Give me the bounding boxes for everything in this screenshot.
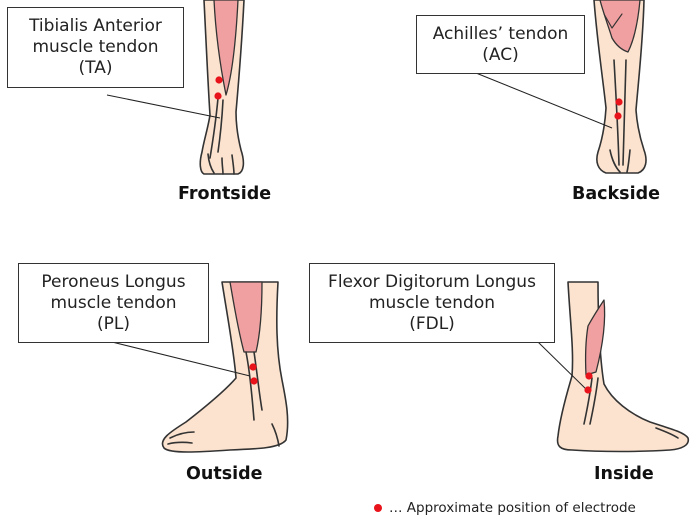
electrode-marker-icon xyxy=(374,504,382,512)
front-leader-line xyxy=(106,94,221,119)
front-caption: Frontside xyxy=(178,184,272,204)
inside-leader-line xyxy=(537,341,590,393)
outside-callout-line: (PL) xyxy=(97,313,130,334)
outside-electrode xyxy=(250,377,258,385)
back-electrode xyxy=(614,112,622,120)
front-callout-line: Tibialis Anterior xyxy=(29,16,162,36)
inside-electrode xyxy=(584,386,592,394)
front-leg xyxy=(199,0,245,175)
legend: … Approximate position of electrode xyxy=(374,500,636,516)
back-leg xyxy=(593,0,647,174)
front-callout-line: (TA) xyxy=(78,58,113,78)
back-callout-line: (AC) xyxy=(482,44,519,65)
inside-foot xyxy=(556,281,690,453)
front-electrode xyxy=(215,76,223,84)
inside-callout-line: (FDL) xyxy=(409,313,455,334)
back-electrode xyxy=(615,98,623,106)
electrodes xyxy=(214,76,623,394)
outside-leader-line xyxy=(111,341,251,377)
outside-foot xyxy=(161,281,289,453)
front-callout: Tibialis Anterior muscle tendon (TA) xyxy=(7,7,184,88)
back-leader-line xyxy=(475,72,613,129)
back-callout-line: Achilles’ tendon xyxy=(432,23,569,44)
outside-electrode xyxy=(249,363,257,371)
outside-callout-line: Peroneus Longus xyxy=(41,271,186,292)
outside-callout: Peroneus Longus muscle tendon (PL) xyxy=(18,263,209,343)
inside-callout: Flexor Digitorum Longus muscle tendon (F… xyxy=(309,263,555,343)
front-electrode xyxy=(214,92,222,100)
outside-callout-line: muscle tendon xyxy=(50,292,177,313)
inside-callout-line: muscle tendon xyxy=(369,292,495,313)
outside-caption: Outside xyxy=(186,464,263,484)
inside-electrode xyxy=(585,372,593,380)
inside-callout-line: Flexor Digitorum Longus xyxy=(328,271,536,292)
back-callout: Achilles’ tendon (AC) xyxy=(416,15,585,74)
inside-caption: Inside xyxy=(594,464,654,484)
legend-text: … Approximate position of electrode xyxy=(389,500,636,516)
front-callout-line: muscle tendon xyxy=(32,37,159,57)
leader-lines xyxy=(106,72,613,393)
back-caption: Backside xyxy=(572,184,660,204)
